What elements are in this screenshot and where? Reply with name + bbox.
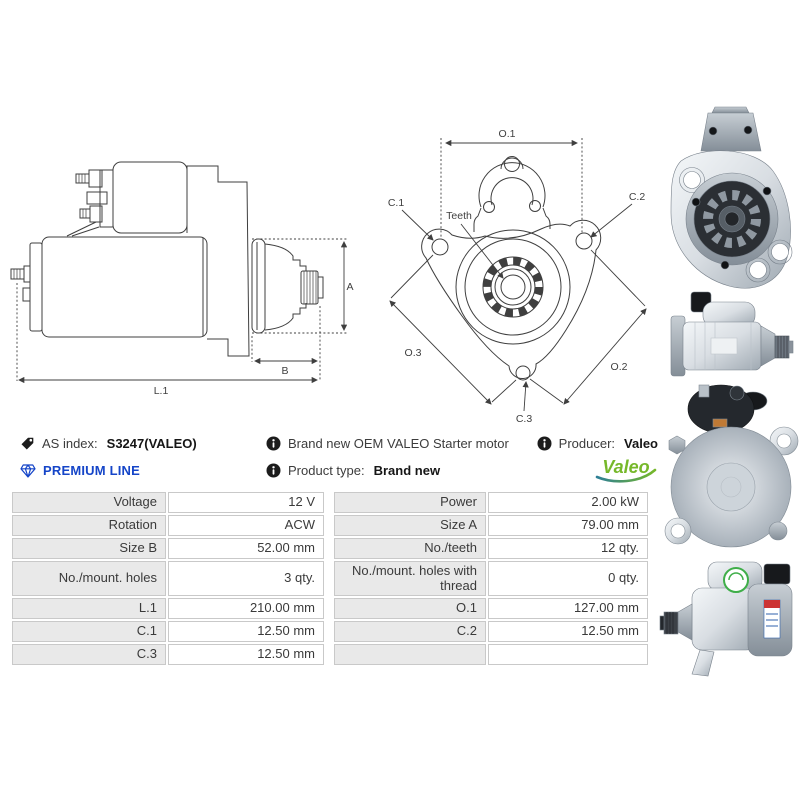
dim-label-c1: C.1: [388, 197, 405, 209]
spec-value: 12.50 mm: [168, 621, 324, 642]
as-index-value: S3247(VALEO): [106, 436, 197, 451]
premium-line-label: PREMIUM LINE: [43, 463, 141, 478]
spec-value: 12 V: [168, 492, 324, 513]
spec-label: Size A: [334, 515, 486, 536]
table-row: Power 2.00 kW: [334, 492, 648, 513]
spec-value: 52.00 mm: [168, 538, 324, 559]
spec-label: Rotation: [12, 515, 166, 536]
table-row: L.1 210.00 mm: [12, 598, 324, 619]
producer-value: Valeo: [624, 436, 658, 451]
spec-label: [334, 644, 486, 665]
spec-value: 210.00 mm: [168, 598, 324, 619]
valeo-logo: Valeo: [595, 457, 657, 483]
spec-value: ACW: [168, 515, 324, 536]
product-photo-side-angled[interactable]: [656, 554, 800, 684]
tag-icon: [21, 437, 34, 450]
premium-line-badge[interactable]: PREMIUM LINE: [20, 457, 197, 484]
table-row: Rotation ACW: [12, 515, 324, 536]
product-photo-rear[interactable]: [661, 379, 800, 561]
spec-value: 12.50 mm: [168, 644, 324, 665]
product-description: Brand new OEM VALEO Starter motor: [288, 436, 509, 451]
dim-label-o2: O.2: [611, 361, 628, 373]
technical-drawing: A B L.1: [10, 128, 647, 425]
spec-label: Power: [334, 492, 486, 513]
spec-table-area: Voltage 12 V Rotation ACW Size B 52.00 m…: [10, 490, 650, 667]
spec-value: 127.00 mm: [488, 598, 648, 619]
teeth-ring: [483, 257, 543, 317]
product-photo-front-flange[interactable]: [663, 103, 800, 293]
dim-label-a: A: [346, 281, 353, 293]
diamond-icon: [20, 463, 36, 478]
product-type-label: Product type:: [288, 463, 365, 478]
description-row: Brand new OEM VALEO Starter motor: [266, 430, 509, 457]
info-icon: [537, 436, 552, 451]
dim-label-o3: O.3: [405, 347, 422, 359]
spec-label: C.2: [334, 621, 486, 642]
spec-value: 0 qty.: [488, 561, 648, 596]
product-type-value: Brand new: [373, 463, 441, 478]
spec-label: No./teeth: [334, 538, 486, 559]
table-row: No./mount. holes with thread 0 qty.: [334, 561, 648, 596]
table-row: Voltage 12 V: [12, 492, 324, 513]
spec-value: 79.00 mm: [488, 515, 648, 536]
table-row: Size A 79.00 mm: [334, 515, 648, 536]
producer-label: Producer:: [558, 436, 616, 451]
info-icon: [266, 436, 281, 451]
table-row: No./mount. holes 3 qty.: [12, 561, 324, 596]
dim-label-b: B: [281, 365, 288, 377]
spec-label: Size B: [12, 538, 166, 559]
front-view-dimensions: [389, 138, 647, 412]
spec-label: C.1: [12, 621, 166, 642]
front-view-drawing: [421, 156, 602, 381]
spec-value: [488, 644, 648, 665]
spec-table-right: Power 2.00 kW Size A 79.00 mm No./teeth …: [332, 490, 650, 667]
as-index-row: AS index: S3247(VALEO): [20, 430, 197, 457]
dim-label-o1: O.1: [499, 128, 516, 140]
spec-value: 12.50 mm: [488, 621, 648, 642]
producer-logo-row: Valeo: [594, 457, 658, 484]
spec-value: 2.00 kW: [488, 492, 648, 513]
as-index-label: AS index:: [42, 436, 98, 451]
table-row: C.3 12.50 mm: [12, 644, 324, 665]
spec-label: Voltage: [12, 492, 166, 513]
dim-label-c2: C.2: [629, 191, 646, 203]
spec-value: 3 qty.: [168, 561, 324, 596]
product-photo-side[interactable]: [663, 286, 800, 386]
product-type-row: Product type: Brand new: [266, 457, 509, 484]
spec-value: 12 qty.: [488, 538, 648, 559]
spec-label: No./mount. holes with thread: [334, 561, 486, 596]
table-row: [334, 644, 648, 665]
valeo-logo-text: Valeo: [602, 457, 649, 477]
table-row: Size B 52.00 mm: [12, 538, 324, 559]
table-row: C.2 12.50 mm: [334, 621, 648, 642]
info-icon: [266, 463, 281, 478]
table-row: No./teeth 12 qty.: [334, 538, 648, 559]
producer-row: Producer: Valeo: [537, 430, 658, 457]
spec-label: O.1: [334, 598, 486, 619]
side-view-drawing: [10, 161, 324, 357]
spec-label: No./mount. holes: [12, 561, 166, 596]
side-view-dimensions: [16, 238, 348, 384]
spec-label: L.1: [12, 598, 166, 619]
spec-table-left: Voltage 12 V Rotation ACW Size B 52.00 m…: [10, 490, 326, 667]
dim-label-l1: L.1: [154, 385, 169, 397]
table-row: O.1 127.00 mm: [334, 598, 648, 619]
spec-label: C.3: [12, 644, 166, 665]
table-row: C.1 12.50 mm: [12, 621, 324, 642]
dim-label-teeth: Teeth: [446, 210, 472, 222]
dim-label-c3: C.3: [516, 413, 533, 425]
info-bar: AS index: S3247(VALEO) PREMIUM LINE Bran…: [0, 430, 800, 488]
